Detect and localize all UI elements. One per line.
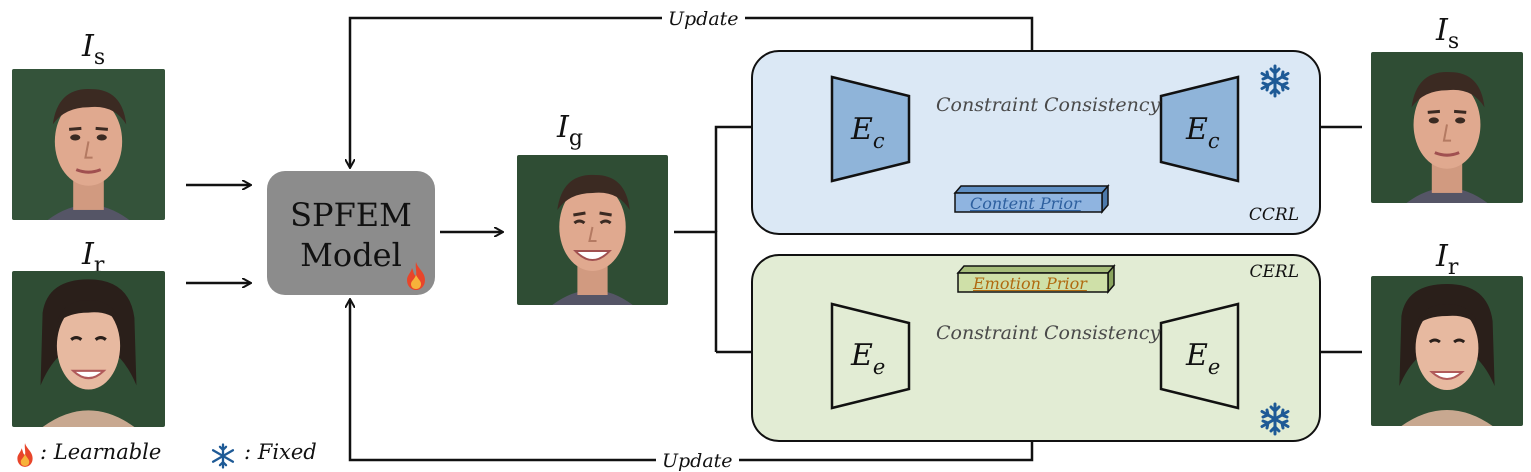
emotion-prior-label: Emotion Prior bbox=[973, 274, 1087, 293]
ccrl-source-image-label: Is bbox=[1436, 13, 1460, 55]
ccrl-encoder-left bbox=[830, 75, 911, 183]
snowflake-icon bbox=[211, 443, 235, 469]
cerl-reference-image-label: Ir bbox=[1436, 239, 1459, 281]
fire-icon bbox=[407, 262, 425, 290]
legend-fixed: : Fixed bbox=[244, 440, 317, 464]
content-prior-label: Content Prior bbox=[970, 194, 1081, 213]
cerl-encoder-left-label: Ee bbox=[851, 338, 886, 379]
ccrl-tag: CCRL bbox=[1248, 205, 1299, 225]
legend-learnable: : Learnable bbox=[40, 440, 162, 464]
spfem-model-title: SPFEM Model bbox=[267, 195, 435, 275]
cerl-encoder-right-label: Ee bbox=[1186, 338, 1221, 379]
ccrl-consistency-label: Constraint Consistency bbox=[936, 94, 1161, 116]
model-title-line2: Model bbox=[300, 236, 402, 274]
source-image-label: Is bbox=[82, 29, 106, 71]
model-title-line1: SPFEM bbox=[290, 196, 412, 234]
cerl-encoder-right bbox=[1159, 302, 1240, 410]
generated-face-photo bbox=[517, 155, 668, 305]
update-label-bottom: Update bbox=[656, 450, 739, 472]
ccrl-encoder-right-label: Ec bbox=[1186, 112, 1220, 153]
cerl-encoder-left bbox=[830, 302, 911, 410]
ccrl-encoder-left-label: Ec bbox=[851, 112, 885, 153]
source-face-photo bbox=[12, 69, 165, 220]
generated-image-label: Ig bbox=[557, 110, 583, 152]
ccrl-source-face-photo bbox=[1371, 52, 1523, 203]
content-prior-block bbox=[953, 183, 1110, 215]
cerl-tag: CERL bbox=[1249, 262, 1299, 282]
emotion-prior-block bbox=[956, 263, 1116, 295]
update-label-top: Update bbox=[662, 8, 745, 30]
spfem-model-box: SPFEM Model bbox=[267, 171, 435, 295]
reference-face-photo bbox=[12, 271, 165, 427]
reference-image-label: Ir bbox=[82, 237, 105, 279]
fire-icon bbox=[17, 443, 33, 467]
ccrl-encoder-right bbox=[1159, 75, 1240, 183]
cerl-consistency-label: Constraint Consistency bbox=[936, 322, 1161, 344]
snowflake-icon bbox=[1260, 402, 1290, 436]
cerl-reference-face-photo bbox=[1371, 276, 1523, 426]
snowflake-icon bbox=[1260, 64, 1290, 98]
